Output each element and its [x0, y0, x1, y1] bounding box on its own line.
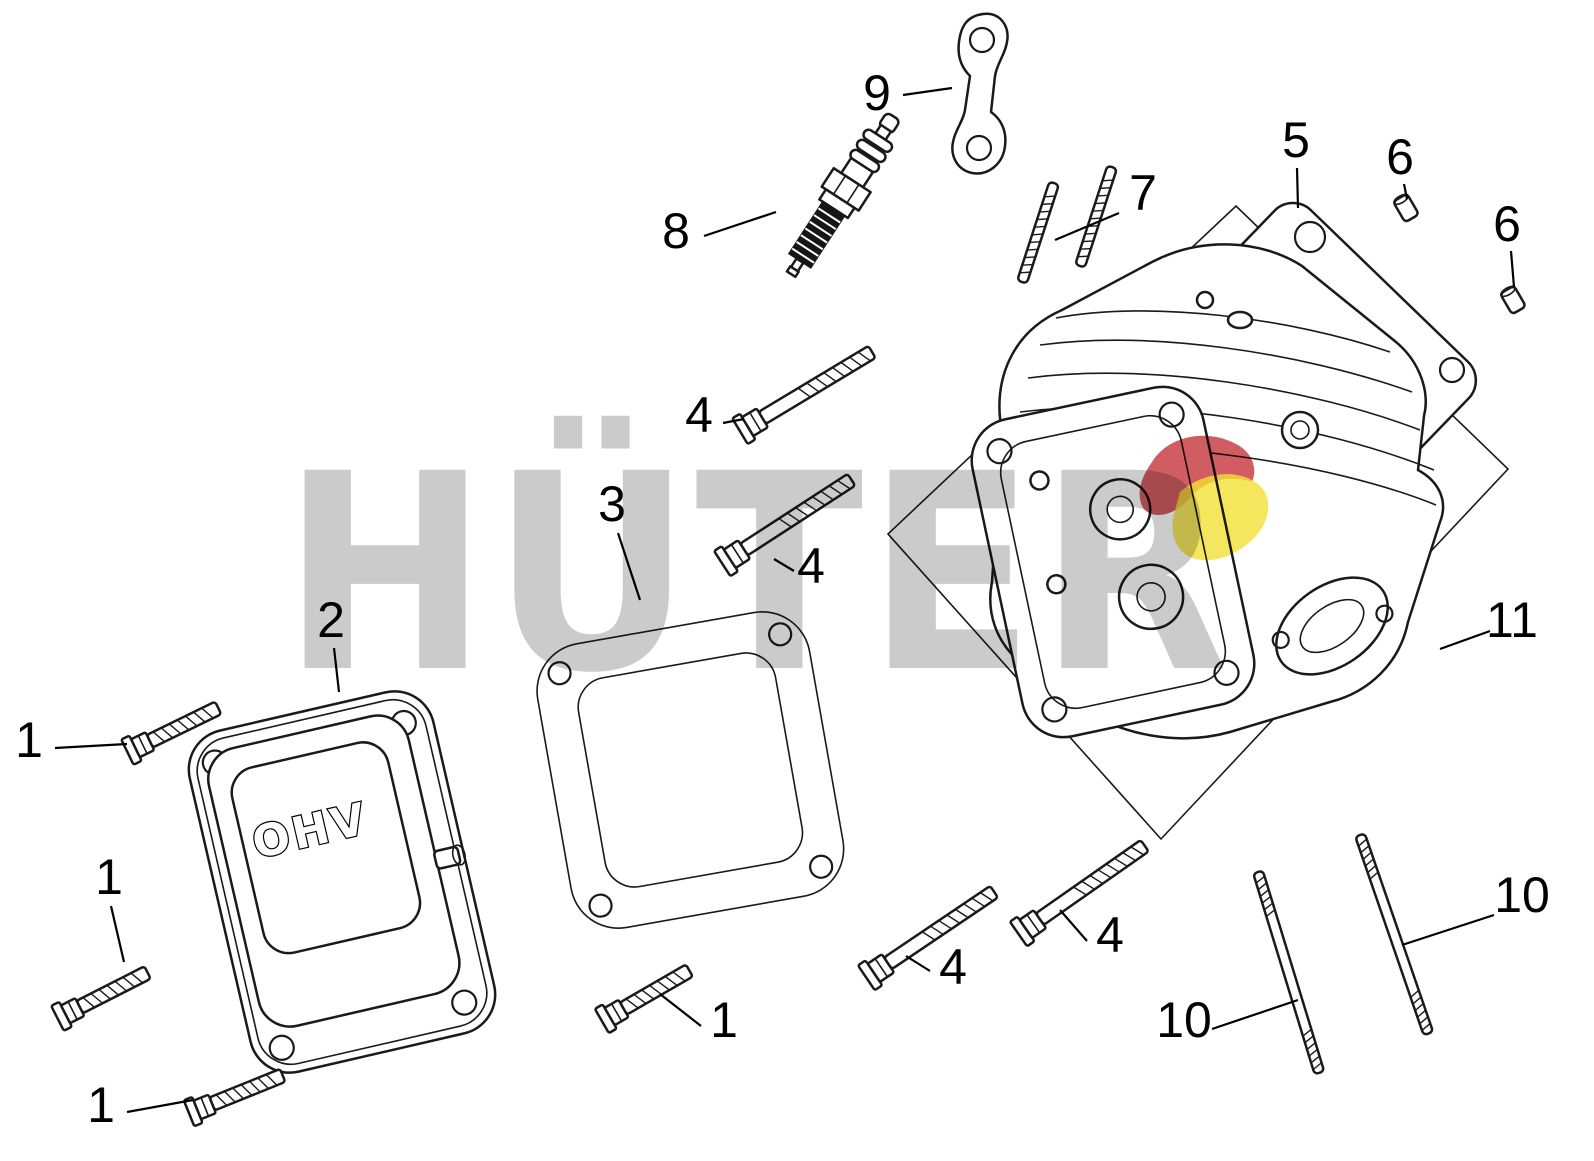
leader-line — [1295, 167, 1300, 209]
leader-line — [1054, 211, 1120, 242]
leader-line — [126, 1098, 194, 1114]
leader-line — [703, 210, 777, 238]
part-label-7: 7 — [1129, 165, 1157, 221]
part-label-1c: 1 — [710, 992, 738, 1048]
leader-line — [902, 86, 953, 97]
part-label-4a: 4 — [685, 387, 713, 443]
part-label-1a: 1 — [15, 712, 43, 768]
leader-line — [616, 532, 642, 601]
leader-line — [773, 558, 795, 572]
exhaust-flange — [1271, 576, 1394, 676]
callouts: 9 8 7 5 6 6 4 3 4 2 11 1 1 4 4 10 10 — [15, 65, 1550, 1133]
leader-line — [1401, 913, 1495, 947]
part-label-1b: 1 — [95, 849, 123, 905]
part-label-3: 3 — [598, 476, 626, 532]
leader-line — [1211, 998, 1299, 1031]
part-label-10a: 10 — [1494, 867, 1550, 923]
part-label-11: 11 — [1486, 592, 1538, 648]
leader-line — [332, 647, 341, 693]
part-label-2: 2 — [317, 592, 345, 648]
watermark: HÜTER — [282, 413, 1232, 733]
watermark-logo-red — [1139, 435, 1255, 516]
leader-line — [109, 905, 126, 963]
part-label-10b: 10 — [1156, 992, 1212, 1048]
exhaust-pipe-gasket-drawing — [951, 12, 1009, 175]
leader-line — [905, 955, 931, 972]
cooling-fins — [1013, 310, 1437, 506]
watermark-text: HÜTER — [282, 413, 1232, 733]
cover-gasket-drawing — [536, 610, 845, 929]
spark-plug-drawing — [785, 112, 900, 279]
leader-line — [659, 993, 702, 1027]
leader-line — [722, 417, 745, 425]
part-label-4d: 4 — [1096, 907, 1124, 963]
leader-line — [1439, 629, 1491, 651]
part-label-8: 8 — [662, 203, 690, 259]
watermark-logo-yellow — [1172, 474, 1269, 561]
part-label-6b: 6 — [1493, 196, 1521, 252]
valve-cover-drawing: OHV — [187, 690, 497, 1074]
part-label-4b: 4 — [797, 538, 825, 594]
leader-line — [54, 742, 128, 750]
part-label-5: 5 — [1282, 112, 1310, 168]
leader-line — [1509, 250, 1516, 288]
part-label-1d: 1 — [87, 1077, 115, 1133]
part-label-9: 9 — [863, 65, 891, 121]
leader-line — [1059, 909, 1088, 942]
leader-line — [1402, 183, 1409, 200]
part-label-4c: 4 — [939, 939, 967, 995]
part-label-6a: 6 — [1386, 129, 1414, 185]
watermark-logo — [1139, 435, 1269, 561]
